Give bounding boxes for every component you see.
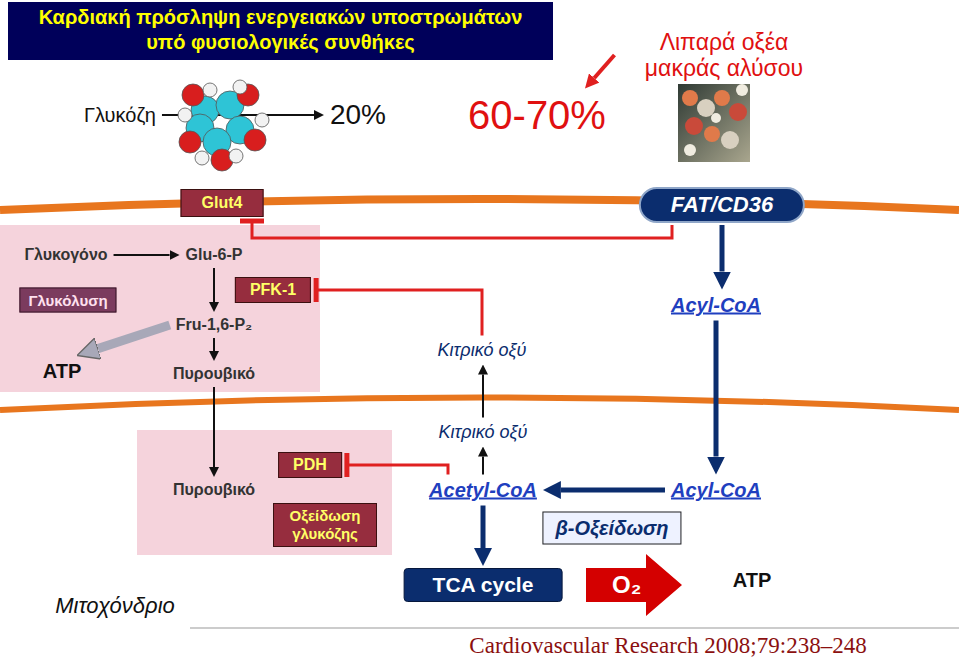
node-text: β-Οξείδωση	[555, 517, 668, 540]
metabolite-label: Γλυκογόνο	[20, 244, 111, 266]
pathway-box: Οξείδωση γλυκόζης	[273, 503, 377, 547]
transporter-box: Glut4	[181, 189, 264, 217]
node-text: Κιτρικό οξύ	[438, 340, 527, 361]
drawing-part	[233, 80, 247, 94]
substrate-label: Γλυκόζη	[80, 102, 160, 129]
flow-arrow	[114, 254, 170, 256]
node-text: ATP	[43, 360, 82, 383]
percent-value: 20%	[326, 97, 390, 133]
drawing-part	[678, 84, 750, 162]
node-text: O₂	[612, 571, 641, 599]
metabolite-label: Glu-6-P	[182, 244, 247, 266]
node-text: TCA cycle	[433, 573, 534, 597]
flow-arrow	[213, 387, 215, 467]
drawing-part	[203, 83, 217, 97]
flow-arrow	[714, 321, 719, 457]
metabolite-label: Κιτρικό οξύ	[435, 420, 532, 445]
drawing-part	[195, 151, 209, 165]
drawing-part	[179, 131, 201, 153]
arrow-shape	[586, 554, 682, 616]
drawing-part	[178, 108, 192, 122]
drawing-part	[229, 149, 243, 163]
metabolite-label: Πυρουβικό	[169, 479, 259, 501]
node-text: Glu-6-P	[186, 246, 243, 264]
node-text: Fru-1,6-P₂	[176, 316, 252, 334]
drawing-part	[682, 90, 698, 106]
node-text: 60-70%	[468, 93, 606, 138]
cytosol-region	[0, 225, 320, 392]
node-text: Acetyl-CoA	[429, 479, 537, 502]
drawing-part	[255, 113, 269, 127]
metabolite-label: Fru-1,6-P₂	[172, 314, 256, 336]
fatty-acid-model	[678, 84, 750, 162]
drawing-part	[697, 99, 715, 117]
node-text: Acyl-CoA	[671, 479, 761, 502]
node-text: Πυρουβικό	[173, 365, 255, 383]
drawing-part	[685, 117, 703, 135]
flow-arrow	[482, 457, 484, 475]
inhibition-line	[252, 221, 672, 238]
node-text: Γλυκογόνο	[24, 246, 107, 264]
oxygen-arrow: O₂	[586, 554, 682, 616]
cycle-box: TCA cycle	[404, 568, 563, 602]
pathway-box: β-Οξείδωση	[542, 512, 681, 545]
node-text: Acyl-CoA	[671, 294, 761, 317]
drawing-part	[711, 113, 721, 123]
flow-arrow	[98, 325, 170, 349]
node-text: Glut4	[202, 194, 243, 212]
transporter-pill: FAT/CD36	[639, 187, 805, 223]
node-text: Λιπαρά οξέα μακράς αλύσου	[621, 29, 828, 82]
energy-label: ATP	[39, 358, 86, 385]
cell-membrane	[0, 199, 959, 210]
drawing-part	[729, 103, 747, 121]
percent-value: 60-70%	[464, 91, 610, 140]
drawing-part	[714, 90, 730, 106]
node-text: ATP	[733, 569, 772, 592]
pathway-box: Γλυκόλυση	[19, 288, 116, 313]
flow-arrow	[594, 55, 614, 78]
footer-rule	[190, 628, 959, 629]
node-text: Πυρουβικό	[173, 481, 255, 499]
flow-arrow	[213, 338, 215, 351]
citation-caption: Cardiovascular Research 2008;79:238–248	[469, 633, 866, 659]
drawing-part	[244, 129, 266, 151]
glucose-molecule	[178, 80, 269, 171]
metabolite-label: Acetyl-CoA	[425, 477, 541, 504]
node-text: Οξείδωση γλυκόζης	[280, 507, 370, 543]
enzyme-box: PDH	[278, 452, 342, 478]
inhibition-line	[347, 465, 448, 475]
metabolite-label: Πυρουβικό	[169, 363, 259, 385]
energy-label: ATP	[729, 567, 776, 594]
node-text: PDH	[293, 456, 327, 474]
metabolite-label: Κιτρικό οξύ	[434, 338, 531, 363]
title-banner: Καρδιακή πρόσληψη ενεργειακών υποστρωμάτ…	[8, 2, 553, 60]
flow-arrow	[481, 506, 486, 549]
drawing-part	[736, 84, 748, 96]
inhibition-line	[316, 290, 482, 336]
node-text: FAT/CD36	[671, 192, 773, 218]
metabolite-label: Acyl-CoA	[667, 477, 765, 504]
drawing-part	[704, 126, 720, 142]
enzyme-box: PFK-1	[235, 277, 311, 303]
node-text: Κιτρικό οξύ	[439, 422, 528, 443]
flow-arrow	[482, 375, 484, 418]
flow-arrow	[213, 268, 215, 302]
node-text: PFK-1	[250, 281, 296, 299]
mitochondrial-region	[137, 430, 392, 555]
mitochondrial-membrane	[0, 398, 959, 411]
node-text: 20%	[330, 99, 386, 131]
metabolite-label: Acyl-CoA	[667, 292, 765, 319]
flow-arrow	[720, 225, 725, 272]
node-text: Γλυκόλυση	[28, 292, 107, 309]
drawing-part	[182, 84, 204, 106]
substrate-label: Λιπαρά οξέα μακράς αλύσου	[617, 27, 832, 84]
drawing-part	[721, 131, 739, 149]
node-text: Γλυκόζη	[84, 104, 156, 127]
drawing-part	[684, 144, 696, 156]
flow-arrow	[561, 488, 665, 493]
region-label: Μιτοχόνδριο	[55, 593, 175, 619]
